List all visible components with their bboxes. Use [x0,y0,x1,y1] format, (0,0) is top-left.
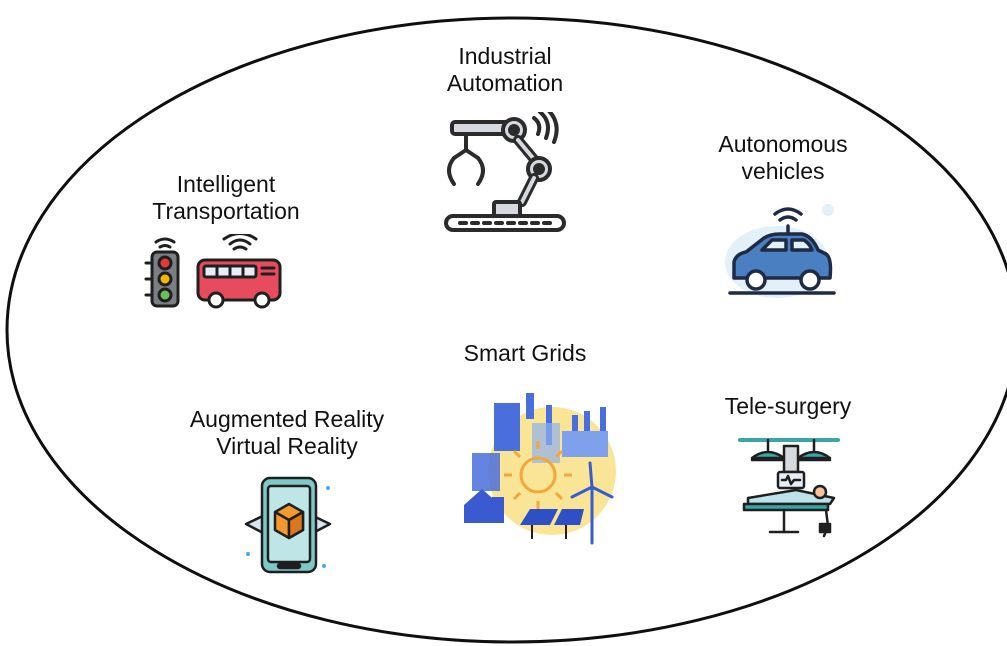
ar-vr-phone-icon [244,476,332,574]
label-line: Virtual Reality [216,433,358,459]
smart-grids-label: Smart Grids [464,340,587,367]
tele-surgery-label: Tele-surgery [725,393,852,420]
traffic-light-bus-icon [144,234,282,309]
label-line: Intelligent [176,171,276,197]
label-line: Automation [446,70,564,96]
boundary-ellipse [5,16,1007,644]
label-line: Tele-surgery [724,393,852,419]
robotic-arm-icon [444,112,566,232]
tele-surgery-icon [738,438,840,538]
label-line: Industrial [458,43,552,69]
label-line: Augmented Reality [189,406,385,432]
connected-car-icon [725,204,836,298]
label-line: vehicles [741,158,825,184]
autonomous-vehicles-label: Autonomous vehicles [718,131,847,185]
augmented-virtual-reality-label: Augmented Reality Virtual Reality [190,406,384,460]
label-line: Smart Grids [463,340,587,366]
label-line: Transportation [152,198,300,224]
industrial-automation-label: Industrial Automation [447,43,563,97]
label-line: Autonomous [718,131,848,157]
intelligent-transportation-label: Intelligent Transportation [152,171,299,225]
smart-grid-icon [464,393,616,545]
